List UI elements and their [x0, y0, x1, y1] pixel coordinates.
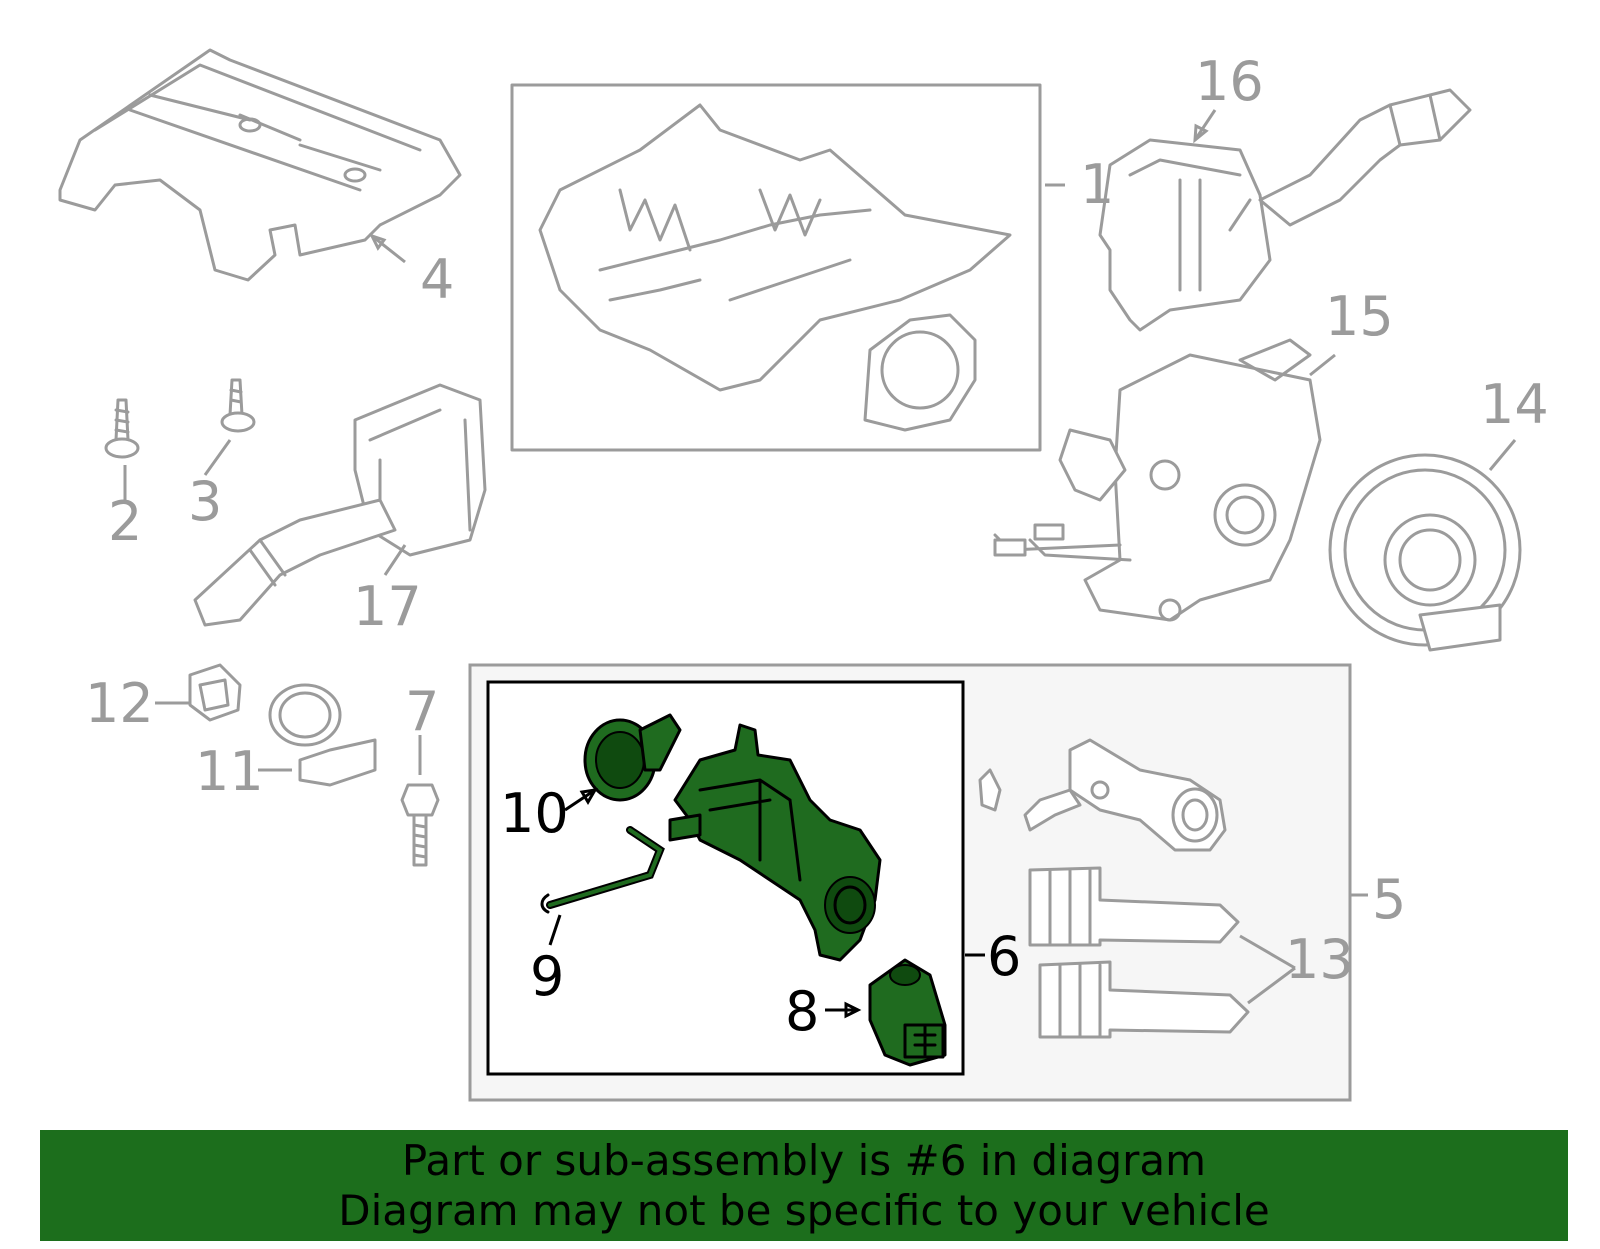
part-13-keys [1028, 866, 1250, 1039]
callout-2: 2 [108, 490, 142, 553]
part-14-clockspring [1328, 453, 1522, 652]
callout-5: 5 [1372, 868, 1406, 931]
part-6-ignition-assembly [668, 723, 882, 962]
part-3-screw [220, 378, 256, 433]
part-10-cap [583, 713, 682, 802]
callout-3: 3 [188, 470, 222, 533]
banner-line-1: Part or sub-assembly is #6 in diagram [401, 1135, 1207, 1185]
callout-15: 15 [1325, 285, 1394, 348]
part-12-ring [188, 663, 242, 722]
callout-11: 11 [195, 740, 264, 803]
part-9-rod [540, 826, 665, 914]
part-8-connector [868, 958, 947, 1067]
callout-13: 13 [1285, 928, 1354, 991]
part-5-clip [978, 768, 1002, 812]
callout-9: 9 [530, 945, 564, 1008]
callout-6: 6 [987, 925, 1021, 988]
part-5-lock-cylinder [1023, 738, 1227, 852]
part-1-lower-cover [538, 103, 1012, 432]
part-2-screw [104, 398, 140, 459]
callout-16: 16 [1195, 50, 1264, 113]
callout-17: 17 [353, 575, 422, 638]
part-16-wiper-switch [1098, 88, 1472, 332]
part-7-bolt [400, 783, 440, 867]
part-15-lock-housing [993, 338, 1322, 622]
callout-7: 7 [405, 680, 439, 743]
callout-1: 1 [1080, 153, 1114, 216]
callout-10: 10 [500, 782, 569, 845]
callout-12: 12 [85, 672, 154, 735]
callout-14: 14 [1480, 373, 1549, 436]
part-4-upper-cover [58, 48, 462, 282]
notice-banner: Part or sub-assembly is #6 in diagram Di… [40, 1130, 1568, 1241]
part-17-turn-switch [193, 383, 487, 627]
banner-line-2: Diagram may not be specific to your vehi… [338, 1185, 1270, 1235]
callout-8: 8 [785, 980, 819, 1043]
callout-4: 4 [420, 248, 454, 311]
part-11-bracket [268, 683, 377, 787]
